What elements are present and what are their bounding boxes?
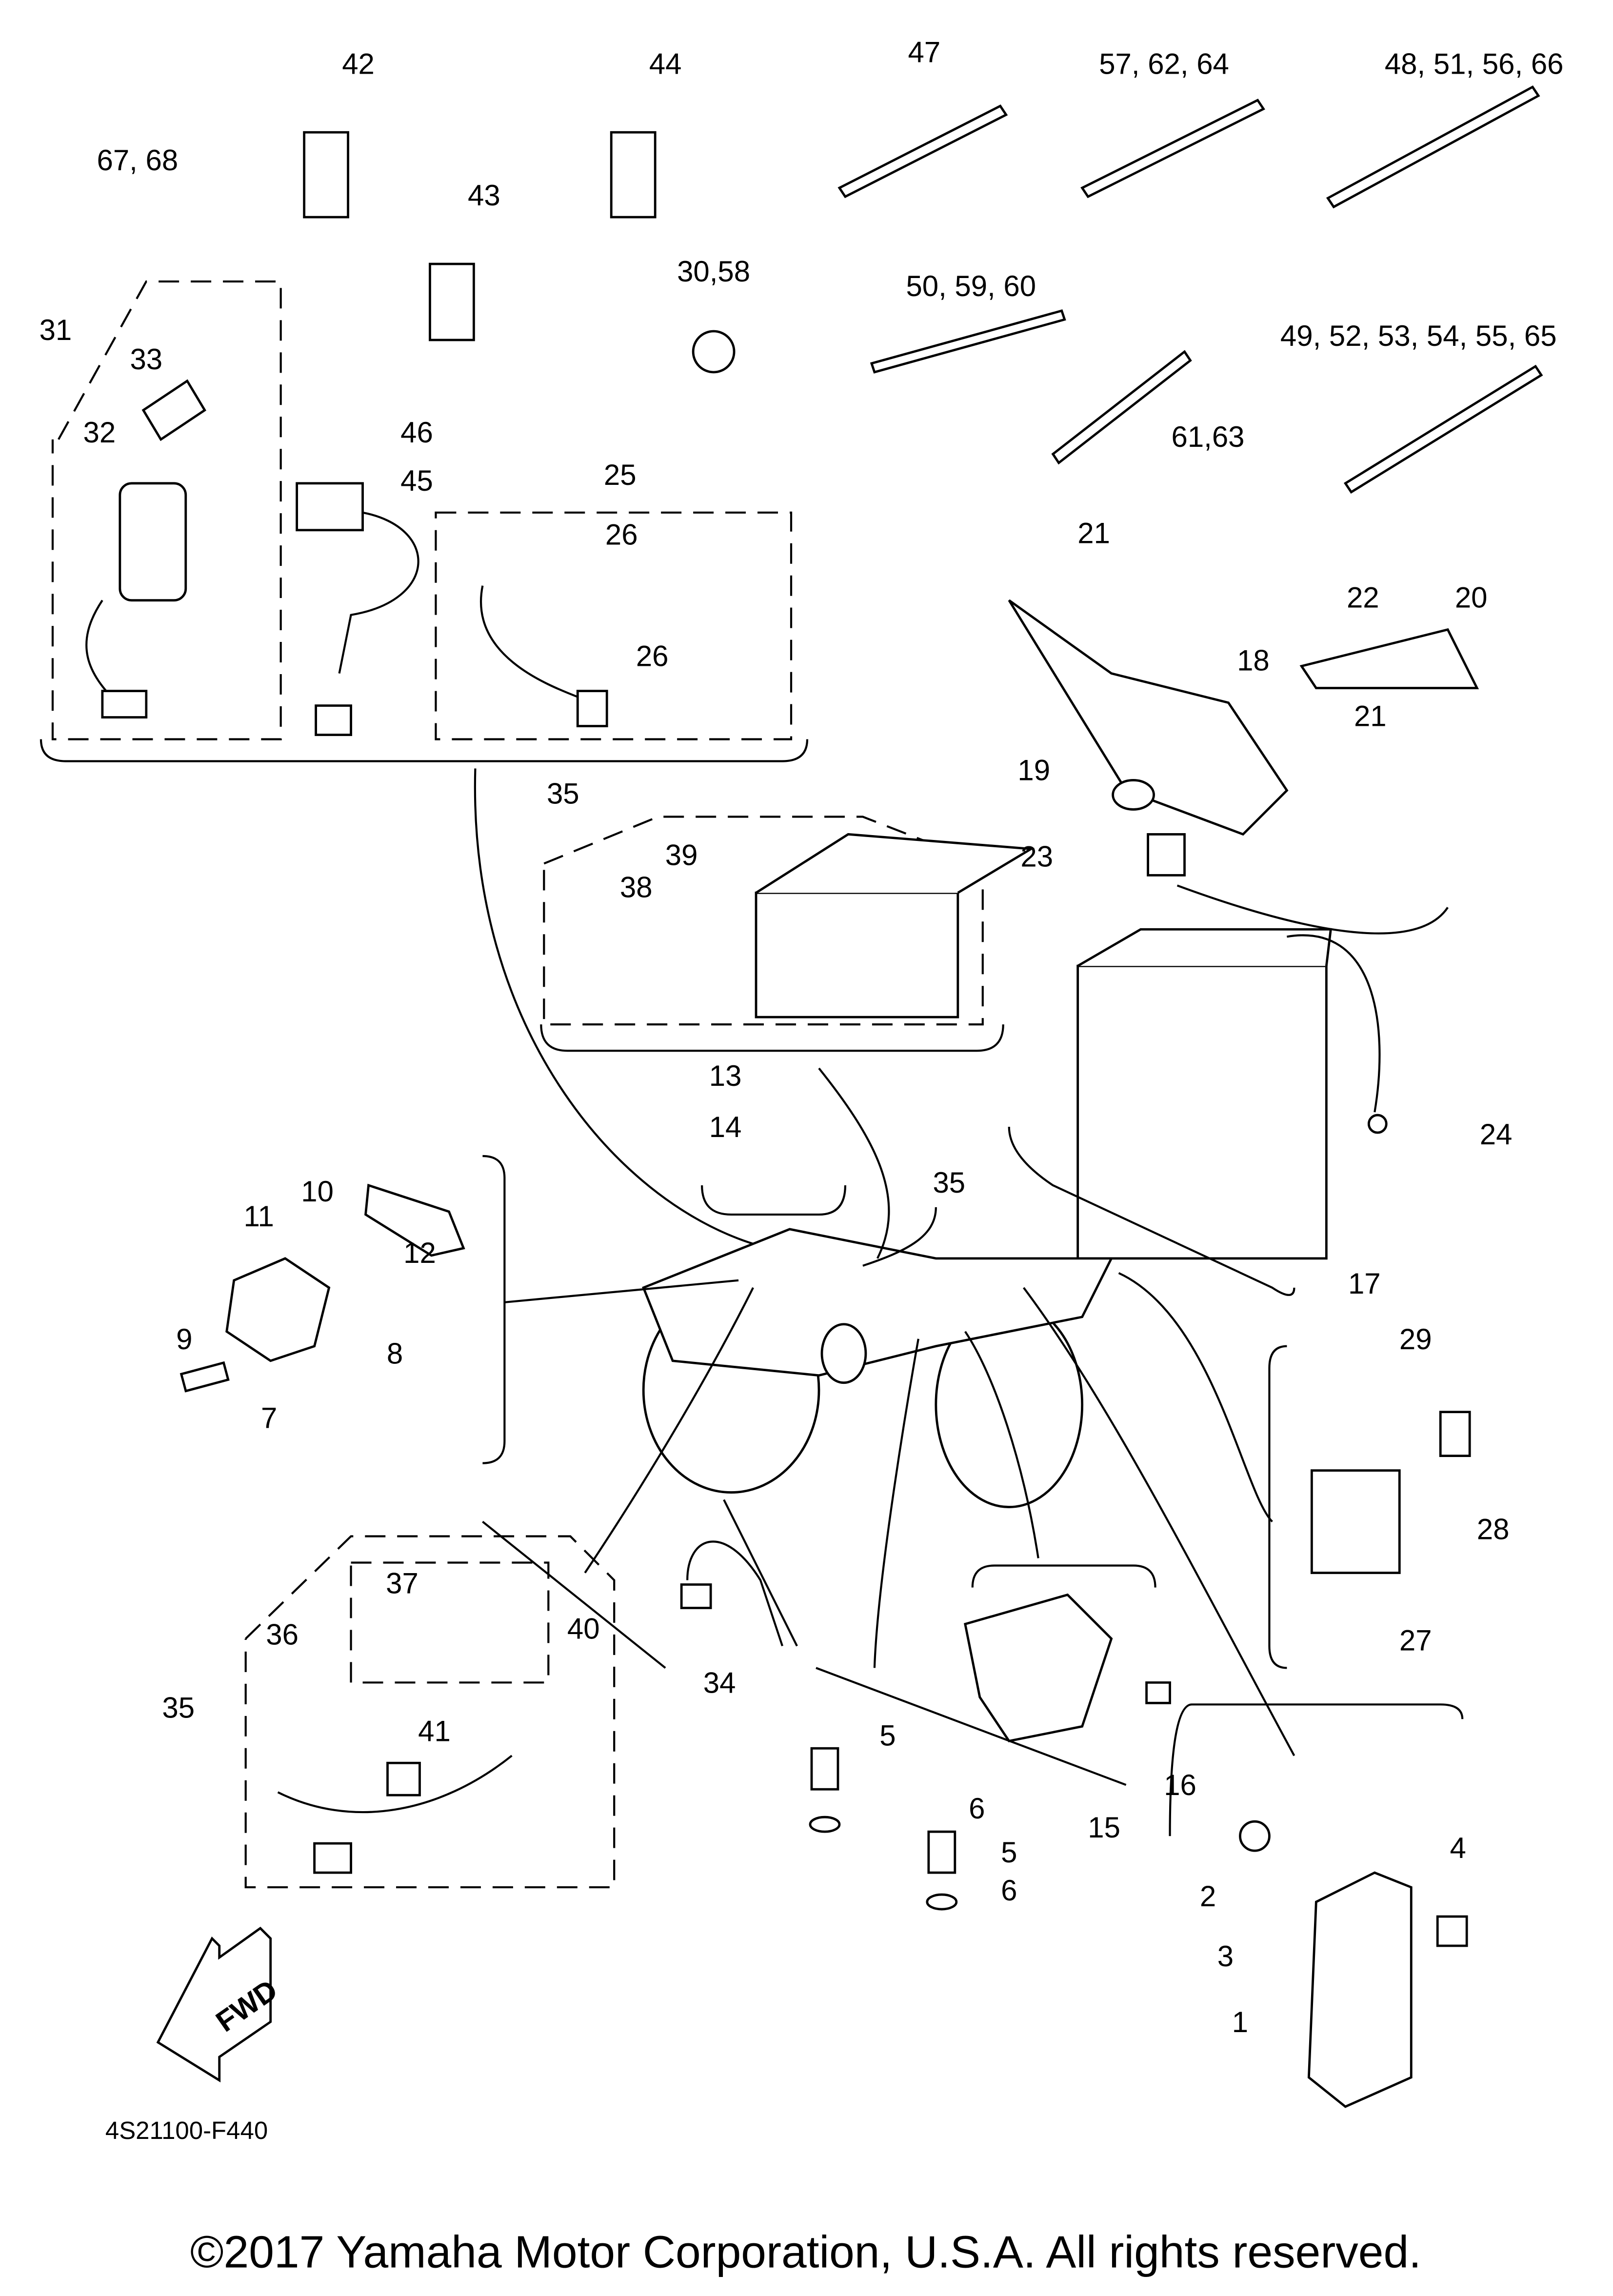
callout-label: 47 [908, 36, 941, 68]
callout-label: 18 [1237, 644, 1270, 677]
callout-label: 26 [636, 640, 669, 673]
callout-label: 35 [547, 777, 579, 810]
callout-label: 2 [1200, 1880, 1216, 1913]
callout-label: 45 [400, 464, 433, 497]
callout-label: 57, 62, 64 [1099, 47, 1229, 80]
callout-label: 33 [130, 343, 162, 376]
callout-label: 14 [709, 1111, 742, 1143]
callout-label: 3 [1217, 1940, 1234, 1973]
callout-label: 9 [176, 1323, 192, 1356]
callout-label: 61,63 [1171, 420, 1244, 453]
drawing-code: 4S21100-F440 [105, 2116, 268, 2144]
callout-label: 7 [261, 1402, 277, 1435]
callout-label: 37 [386, 1567, 418, 1599]
diagram-linework: FWD [40, 85, 1543, 2108]
callout-label: 16 [1164, 1769, 1196, 1801]
callout-label: 39 [665, 839, 698, 871]
callout-label: 20 [1455, 581, 1488, 614]
callout-label: 35 [933, 1166, 965, 1199]
callout-label: 23 [1020, 840, 1053, 873]
fwd-arrow-icon: FWD [156, 1926, 283, 2083]
callout-label: 21 [1354, 700, 1387, 733]
callout-label: 24 [1480, 1118, 1513, 1151]
callout-label: 38 [620, 871, 653, 903]
callout-label: 50, 59, 60 [906, 270, 1036, 302]
callout-label: 8 [387, 1338, 403, 1370]
callout-label: 19 [1017, 754, 1050, 786]
callout-label: 26 [605, 519, 638, 551]
callout-label: 10 [301, 1175, 334, 1208]
callout-label: 41 [418, 1715, 451, 1747]
callout-label: 44 [649, 47, 682, 80]
callout-label: 21 [1077, 517, 1110, 550]
callout-label: 48, 51, 56, 66 [1385, 47, 1564, 80]
copyright-notice: ©2017 Yamaha Motor Corporation, U.S.A. A… [190, 2227, 1421, 2277]
callout-label: 5 [879, 1719, 896, 1752]
callout-label: 46 [400, 416, 433, 449]
callout-label: 25 [604, 459, 637, 491]
callout-label: 13 [709, 1059, 742, 1092]
callout-label: 49, 52, 53, 54, 55, 65 [1280, 319, 1557, 352]
callout-label: 17 [1348, 1267, 1381, 1300]
callout-label: 31 [40, 314, 72, 346]
callout-label: 15 [1088, 1811, 1120, 1844]
callout-label: 42 [342, 47, 375, 80]
callout-label: 43 [468, 179, 500, 212]
callout-label: 6 [1001, 1874, 1017, 1907]
callout-label: 40 [567, 1612, 600, 1645]
callout-label: 30,58 [677, 255, 750, 288]
callout-label: 28 [1477, 1513, 1510, 1546]
callout-label: 6 [969, 1792, 985, 1825]
callout-label: 34 [703, 1666, 736, 1699]
callout-label: 4 [1450, 1832, 1466, 1864]
callout-label: 67, 68 [97, 144, 178, 177]
callout-label: 36 [266, 1618, 299, 1651]
callout-label: 32 [83, 416, 116, 449]
callout-label: 5 [1001, 1836, 1017, 1869]
callout-label: 1 [1232, 2006, 1248, 2038]
callout-label: 35 [162, 1691, 195, 1724]
callout-label: 12 [403, 1237, 436, 1269]
callout-label: 27 [1399, 1624, 1432, 1657]
callout-label: 22 [1347, 581, 1379, 614]
callout-label: 11 [244, 1200, 274, 1233]
callout-label: 29 [1399, 1323, 1432, 1356]
